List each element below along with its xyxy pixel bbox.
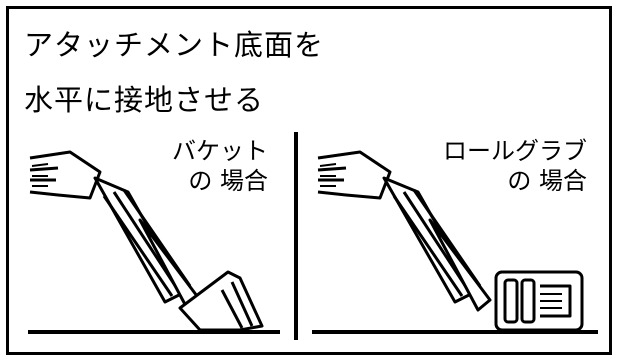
roll-grab-illustration bbox=[312, 150, 598, 334]
diagram-frame bbox=[6, 6, 612, 355]
bucket-caption-line1: バケット bbox=[172, 137, 268, 165]
roll-grab-caption-line1: ロールグラブ bbox=[443, 137, 587, 165]
bucket-caption-line2: の 場合 bbox=[188, 167, 268, 195]
boom-left bbox=[93, 176, 187, 304]
roll-grab-caption-line2: の 場合 bbox=[507, 167, 587, 195]
boom-right bbox=[382, 176, 477, 304]
roll-grab-caption: ロールグラブ の 場合 bbox=[443, 136, 587, 196]
bucket-caption: バケット の 場合 bbox=[172, 136, 268, 196]
bucket-illustration bbox=[28, 150, 280, 334]
instruction-line-1: アタッチメント底面を bbox=[24, 28, 325, 62]
instruction-line-2: 水平に接地させる bbox=[24, 83, 265, 117]
